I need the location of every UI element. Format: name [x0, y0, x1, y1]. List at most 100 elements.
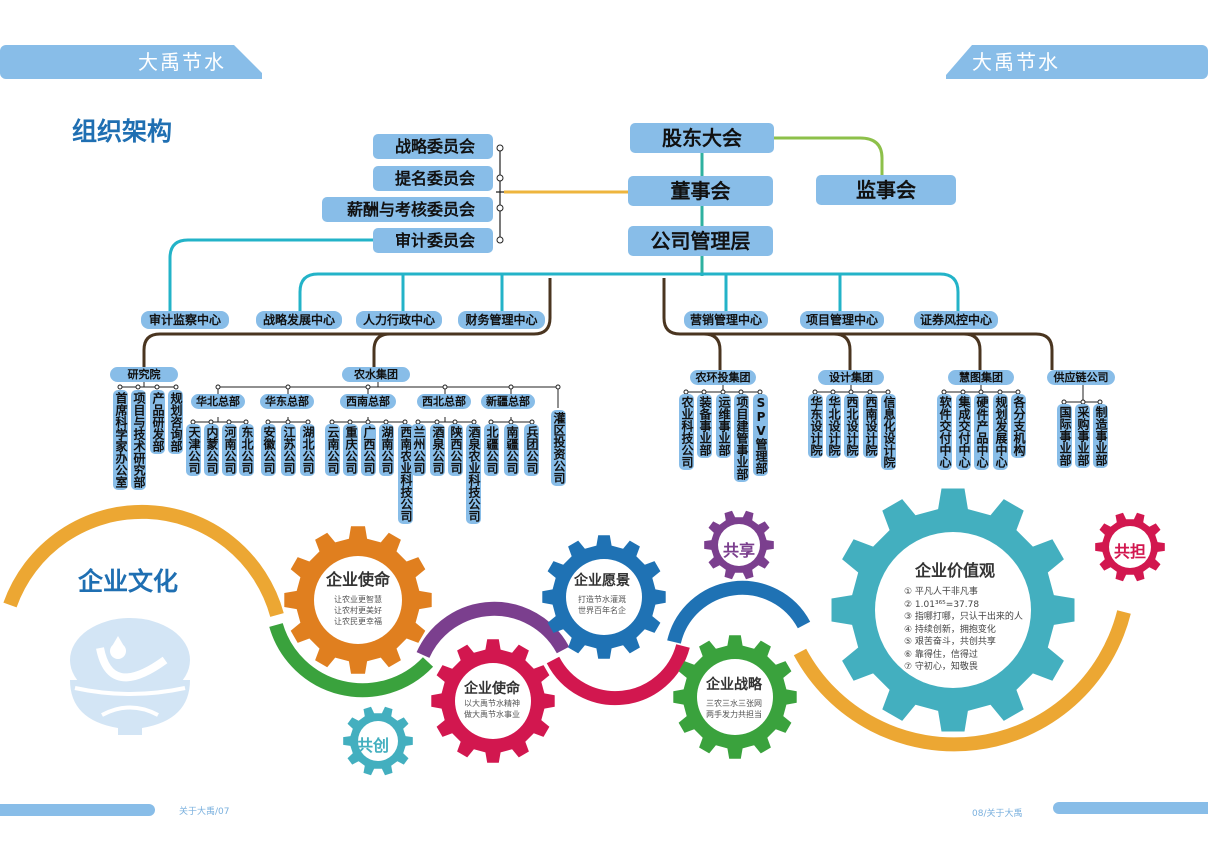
mission1-line: 让农村更美好 — [334, 606, 382, 615]
node-unit[interactable]: 江苏公司 — [281, 424, 296, 476]
node-unit[interactable]: 东北公司 — [239, 424, 254, 476]
node-unit[interactable]: 北疆公司 — [484, 424, 499, 476]
node-unit[interactable]: 采购事业部 — [1075, 404, 1090, 468]
node-unit[interactable]: 产品研发部 — [150, 390, 165, 454]
node-unit[interactable]: 信息化设计院 — [881, 394, 896, 470]
node-center-strategy[interactable]: 战略发展中心 — [256, 311, 342, 329]
node-design-group[interactable]: 设计集团 — [818, 370, 884, 385]
node-unit[interactable]: 西南农业科技公司 — [398, 424, 413, 524]
node-supply-chain[interactable]: 供应链公司 — [1047, 370, 1115, 385]
node-committee-strategy[interactable]: 战略委员会 — [373, 134, 493, 159]
values-item: ④ 持续创新，拥抱变化 — [904, 624, 996, 635]
values-item: ⑥ 靠得住，信得过 — [904, 649, 978, 660]
node-unit[interactable]: 重庆公司 — [343, 424, 358, 476]
node-huitu-group[interactable]: 慧图集团 — [948, 370, 1014, 385]
node-unit[interactable]: 广西公司 — [361, 424, 376, 476]
values-item: ⑤ 艰苦奋斗，共创共享 — [904, 637, 996, 647]
brand-banner-left: 大禹节水 — [0, 45, 262, 79]
node-region-huabei[interactable]: 华北总部 — [191, 394, 245, 409]
node-unit[interactable]: 内蒙公司 — [204, 424, 219, 476]
node-center-finance[interactable]: 财务管理中心 — [458, 311, 545, 329]
node-unit[interactable]: 湖北公司 — [300, 424, 315, 476]
node-unit[interactable]: 规划咨询部 — [168, 390, 183, 454]
node-center-hr[interactable]: 人力行政中心 — [356, 311, 442, 329]
node-unit[interactable]: 硬件产品中心 — [974, 394, 989, 470]
node-unit[interactable]: 首席科学家办公室 — [113, 390, 128, 490]
node-unit[interactable]: 西北设计院 — [844, 394, 859, 458]
node-center-project[interactable]: 项目管理中心 — [800, 311, 884, 329]
node-unit[interactable]: 云南公司 — [325, 424, 340, 476]
node-unit[interactable]: 华东设计院 — [808, 394, 823, 458]
footer-page-right: 08/关于大禹 — [972, 809, 1023, 819]
node-committee-audit[interactable]: 审计委员会 — [373, 228, 493, 253]
strategy-title: 企业战略 — [706, 677, 762, 693]
node-unit[interactable]: 装备事业部 — [697, 394, 712, 458]
node-unit[interactable]: 各分支机构 — [1011, 394, 1026, 458]
vision-line: 打造节水灌溉 — [578, 595, 626, 604]
node-unit[interactable]: 西南设计院 — [863, 394, 878, 458]
vision-title: 企业愿景 — [574, 573, 630, 589]
node-unit[interactable]: 灌区投资公司 — [551, 410, 566, 486]
gear-mission2-center — [455, 663, 531, 739]
node-unit[interactable]: 运维事业部 — [716, 394, 731, 458]
values-item: ③ 指哪打哪，只认干出来的人 — [904, 612, 1023, 622]
node-region-xinjiang[interactable]: 新疆总部 — [481, 394, 535, 409]
brand-name: 大禹节水 — [972, 50, 1060, 74]
connector-groups-left — [142, 278, 552, 368]
node-unit[interactable]: 华北设计院 — [826, 394, 841, 458]
node-board[interactable]: 董事会 — [628, 176, 773, 206]
node-unit[interactable]: 南疆公司 — [504, 424, 519, 476]
values-item: ① 平凡人干非凡事 — [904, 587, 978, 597]
node-unit[interactable]: 安徽公司 — [261, 424, 276, 476]
values-item: ⑦ 守初心，知敬畏 — [904, 662, 978, 672]
gear-gongchuang-center — [358, 721, 398, 761]
node-region-huadong[interactable]: 华东总部 — [260, 394, 314, 409]
node-unit[interactable]: 湖南公司 — [379, 424, 394, 476]
node-supervisors[interactable]: 监事会 — [816, 175, 956, 205]
node-unit[interactable]: SPV管理部 — [753, 394, 768, 476]
node-research-institute[interactable]: 研究院 — [110, 367, 178, 382]
gear-gongxiang-center — [718, 524, 760, 566]
node-unit[interactable]: 集成交付中心 — [956, 394, 971, 470]
mission1-title: 企业使命 — [325, 570, 390, 589]
node-nongshui-group[interactable]: 农水集团 — [342, 367, 410, 382]
node-unit[interactable]: 软件交付中心 — [937, 394, 952, 470]
mission2-line: 以大禹节水精神 — [464, 699, 520, 708]
node-center-audit[interactable]: 审计监察中心 — [141, 311, 229, 329]
brand-banner-right: 大禹节水 — [946, 45, 1208, 79]
values-item: ② 1.01³⁶⁵=37.78 — [904, 599, 980, 610]
node-nonghuantou-group[interactable]: 农环投集团 — [690, 370, 756, 385]
gear-gongdan-center — [1109, 526, 1151, 568]
node-committee-nomination[interactable]: 提名委员会 — [373, 166, 493, 191]
node-center-securities[interactable]: 证券风控中心 — [914, 311, 998, 329]
node-unit[interactable]: 农业科技公司 — [679, 394, 694, 470]
node-unit[interactable]: 兵团公司 — [524, 424, 539, 476]
mission1-line: 让农业更智慧 — [334, 595, 382, 604]
arc-green — [269, 622, 434, 698]
brand-name: 大禹节水 — [138, 50, 226, 74]
node-unit[interactable]: 规划发展中心 — [993, 394, 1008, 470]
node-shareholders[interactable]: 股东大会 — [630, 123, 774, 153]
footer-bar-left — [0, 804, 155, 816]
node-unit[interactable]: 兰州公司 — [411, 424, 426, 476]
node-unit[interactable]: 国际事业部 — [1057, 404, 1072, 468]
node-unit[interactable]: 项目与技术研究部 — [131, 390, 146, 490]
footer-page-left: 关于大禹/07 — [179, 807, 230, 817]
node-region-xibei[interactable]: 西北总部 — [417, 394, 471, 409]
node-center-marketing[interactable]: 营销管理中心 — [684, 311, 768, 329]
node-management[interactable]: 公司管理层 — [628, 226, 773, 256]
node-region-xinan[interactable]: 西南总部 — [340, 394, 396, 409]
node-unit[interactable]: 制造事业部 — [1093, 404, 1108, 468]
strategy-line: 三农三水三张网 — [706, 699, 762, 708]
values-list: ① 平凡人干非凡事 ② 1.01³⁶⁵=37.78 ③ 指哪打哪，只认干出来的人… — [904, 586, 1023, 674]
node-unit[interactable]: 陕西公司 — [448, 424, 463, 476]
node-unit[interactable]: 酒泉农业科技公司 — [466, 424, 481, 524]
arc-purple — [416, 601, 570, 658]
node-unit[interactable]: 天津公司 — [186, 424, 201, 476]
node-unit[interactable]: 河南公司 — [222, 424, 237, 476]
node-committee-compensation[interactable]: 薪酬与考核委员会 — [322, 197, 493, 222]
node-unit[interactable]: 项目建管事业部 — [734, 394, 749, 482]
mission2-line: 做大禹节水事业 — [464, 710, 520, 719]
node-unit[interactable]: 酒泉公司 — [430, 424, 445, 476]
